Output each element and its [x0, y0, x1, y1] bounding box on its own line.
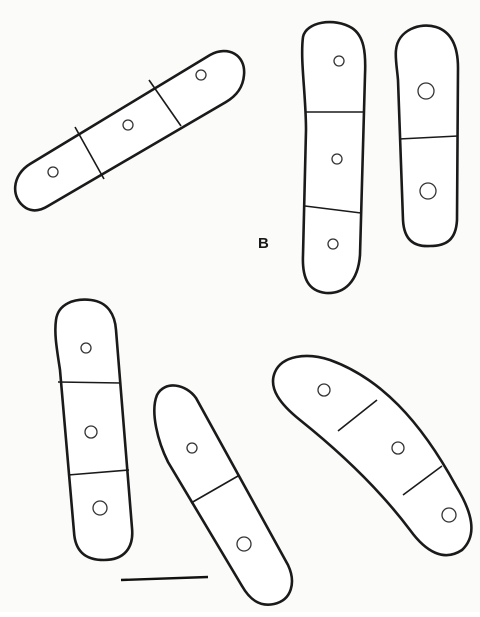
conidium-4-outline — [55, 300, 132, 560]
conidium-5 — [154, 385, 292, 604]
conidium-1-outline — [15, 51, 244, 210]
conidium-4 — [55, 300, 132, 560]
conidium-1 — [15, 51, 244, 210]
conidium-5-outline — [154, 385, 292, 604]
panel-label: B — [258, 235, 269, 252]
conidium-6-outline — [273, 356, 471, 555]
conidium-6 — [273, 356, 471, 555]
conidium-3 — [396, 26, 458, 247]
scale-bar — [121, 577, 208, 580]
conidium-4-septum-1 — [58, 382, 121, 383]
conidium-2 — [302, 22, 365, 293]
